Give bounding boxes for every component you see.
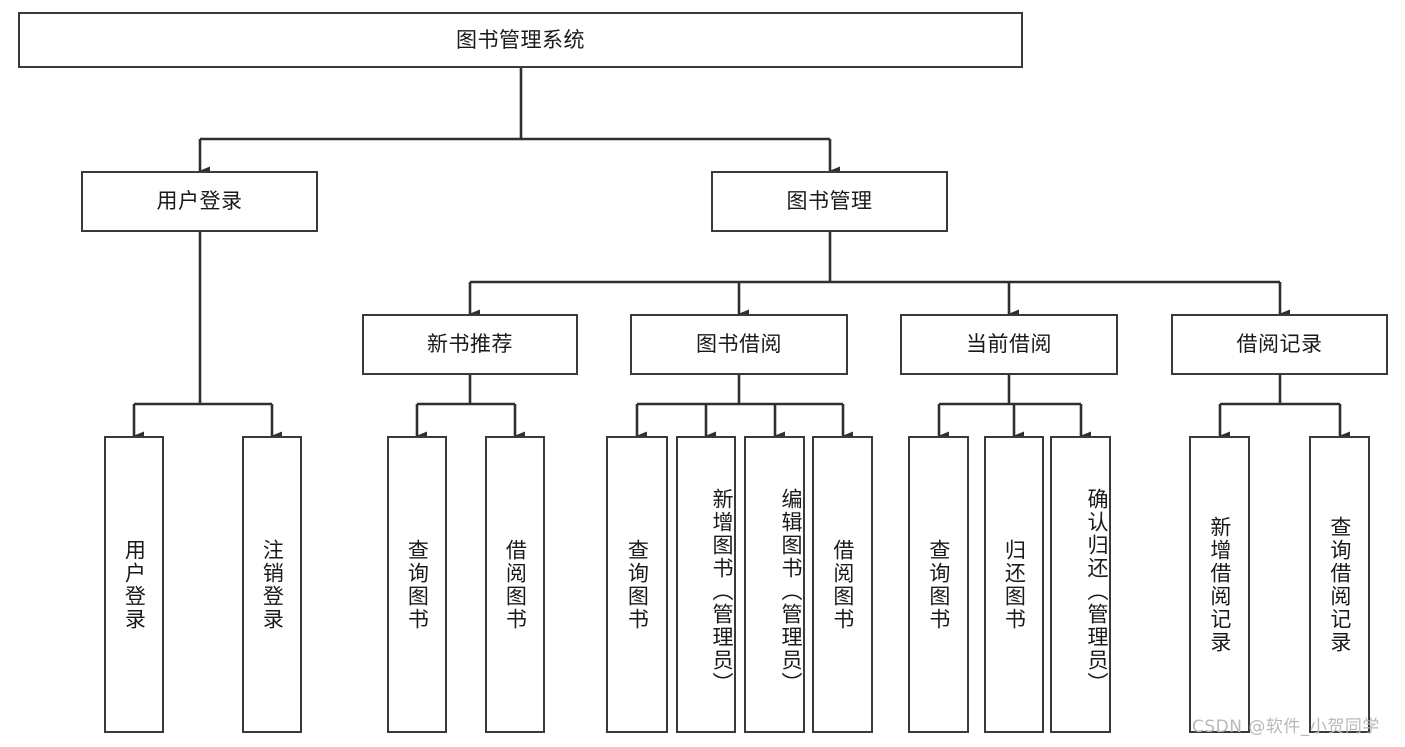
node-label: 当前借阅 [966,332,1052,357]
node-leaf-query-book-3[interactable]: 查询图书 [908,436,969,733]
node-leaf-query-book-2[interactable]: 查询图书 [606,436,668,733]
node-leaf-logout[interactable]: 注销登录 [242,436,302,733]
node-leaf-borrow-book-2[interactable]: 借阅图书 [812,436,873,733]
node-label: 查询借阅记录 [1327,515,1352,654]
node-label: 查询图书 [405,538,430,631]
node-label: 图书借阅 [696,332,782,357]
node-label: 用户登录 [156,189,243,214]
node-label: 注销登录 [260,538,285,631]
node-leaf-borrow-book-1[interactable]: 借阅图书 [485,436,545,733]
watermark: CSDN @软件_小贺同学 [1192,717,1380,737]
node-leaf-query-borrow-record[interactable]: 查询借阅记录 [1309,436,1370,733]
node-new-book-recommend[interactable]: 新书推荐 [362,314,578,375]
node-label: 借阅图书 [830,538,855,631]
node-label: 新增图书（管理员） [710,488,734,695]
node-borrow-record[interactable]: 借阅记录 [1171,314,1388,375]
node-label: 用户登录 [122,538,147,631]
node-label: 新增借阅记录 [1207,515,1232,654]
node-leaf-edit-book[interactable]: 编辑图书（管理员） [744,436,805,733]
node-label: 确认归还（管理员） [1085,488,1109,695]
node-label: 查询图书 [625,538,650,631]
node-book-management[interactable]: 图书管理 [711,171,948,232]
node-leaf-add-borrow-record[interactable]: 新增借阅记录 [1189,436,1250,733]
node-label: 图书管理系统 [456,27,585,52]
node-label: 借阅图书 [503,538,528,631]
node-leaf-confirm-return[interactable]: 确认归还（管理员） [1050,436,1111,733]
node-label: 新书推荐 [427,332,513,357]
node-current-borrow[interactable]: 当前借阅 [900,314,1118,375]
node-label: 借阅记录 [1236,332,1323,357]
node-user-login[interactable]: 用户登录 [81,171,318,232]
node-leaf-user-login[interactable]: 用户登录 [104,436,164,733]
node-book-borrow[interactable]: 图书借阅 [630,314,848,375]
node-label: 查询图书 [926,538,951,631]
node-label: 编辑图书（管理员） [779,488,803,695]
node-leaf-return-book[interactable]: 归还图书 [984,436,1044,733]
node-leaf-add-book[interactable]: 新增图书（管理员） [676,436,736,733]
edges-group [132,68,1350,441]
node-root-system[interactable]: 图书管理系统 [18,12,1023,68]
node-label: 图书管理 [786,189,873,214]
node-label: 归还图书 [1002,538,1027,631]
node-leaf-query-book-1[interactable]: 查询图书 [387,436,447,733]
